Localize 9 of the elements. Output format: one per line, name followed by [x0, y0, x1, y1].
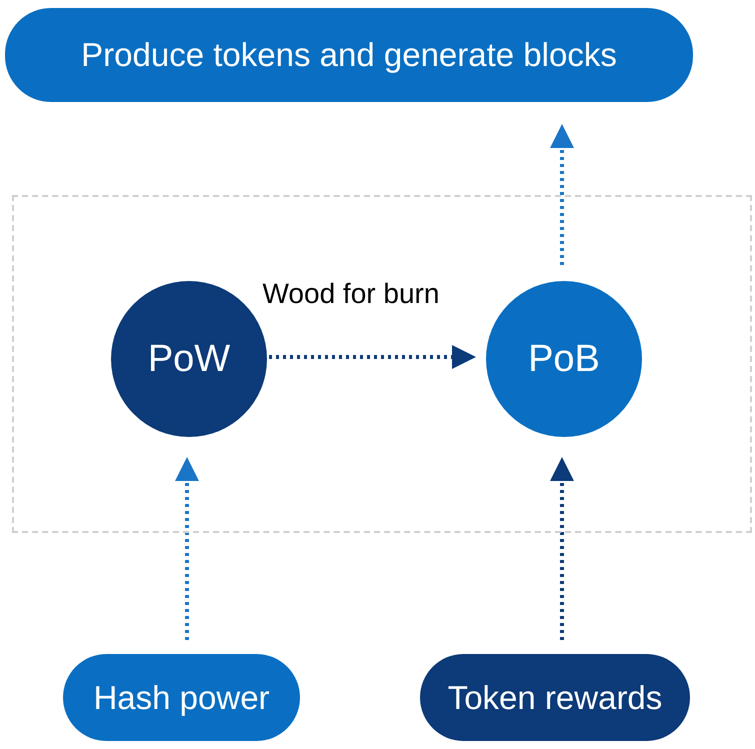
- dotted-arrow: [550, 457, 574, 640]
- dotted-arrow: [550, 124, 574, 265]
- node-label: PoW: [148, 336, 230, 382]
- node-label: Token rewards: [448, 678, 662, 718]
- dotted-arrow: [269, 345, 476, 369]
- node-label: PoB: [528, 336, 600, 382]
- node-label: Produce tokens and generate blocks: [81, 35, 617, 76]
- dotted-arrow: [175, 457, 199, 640]
- node-label: Hash power: [93, 678, 270, 718]
